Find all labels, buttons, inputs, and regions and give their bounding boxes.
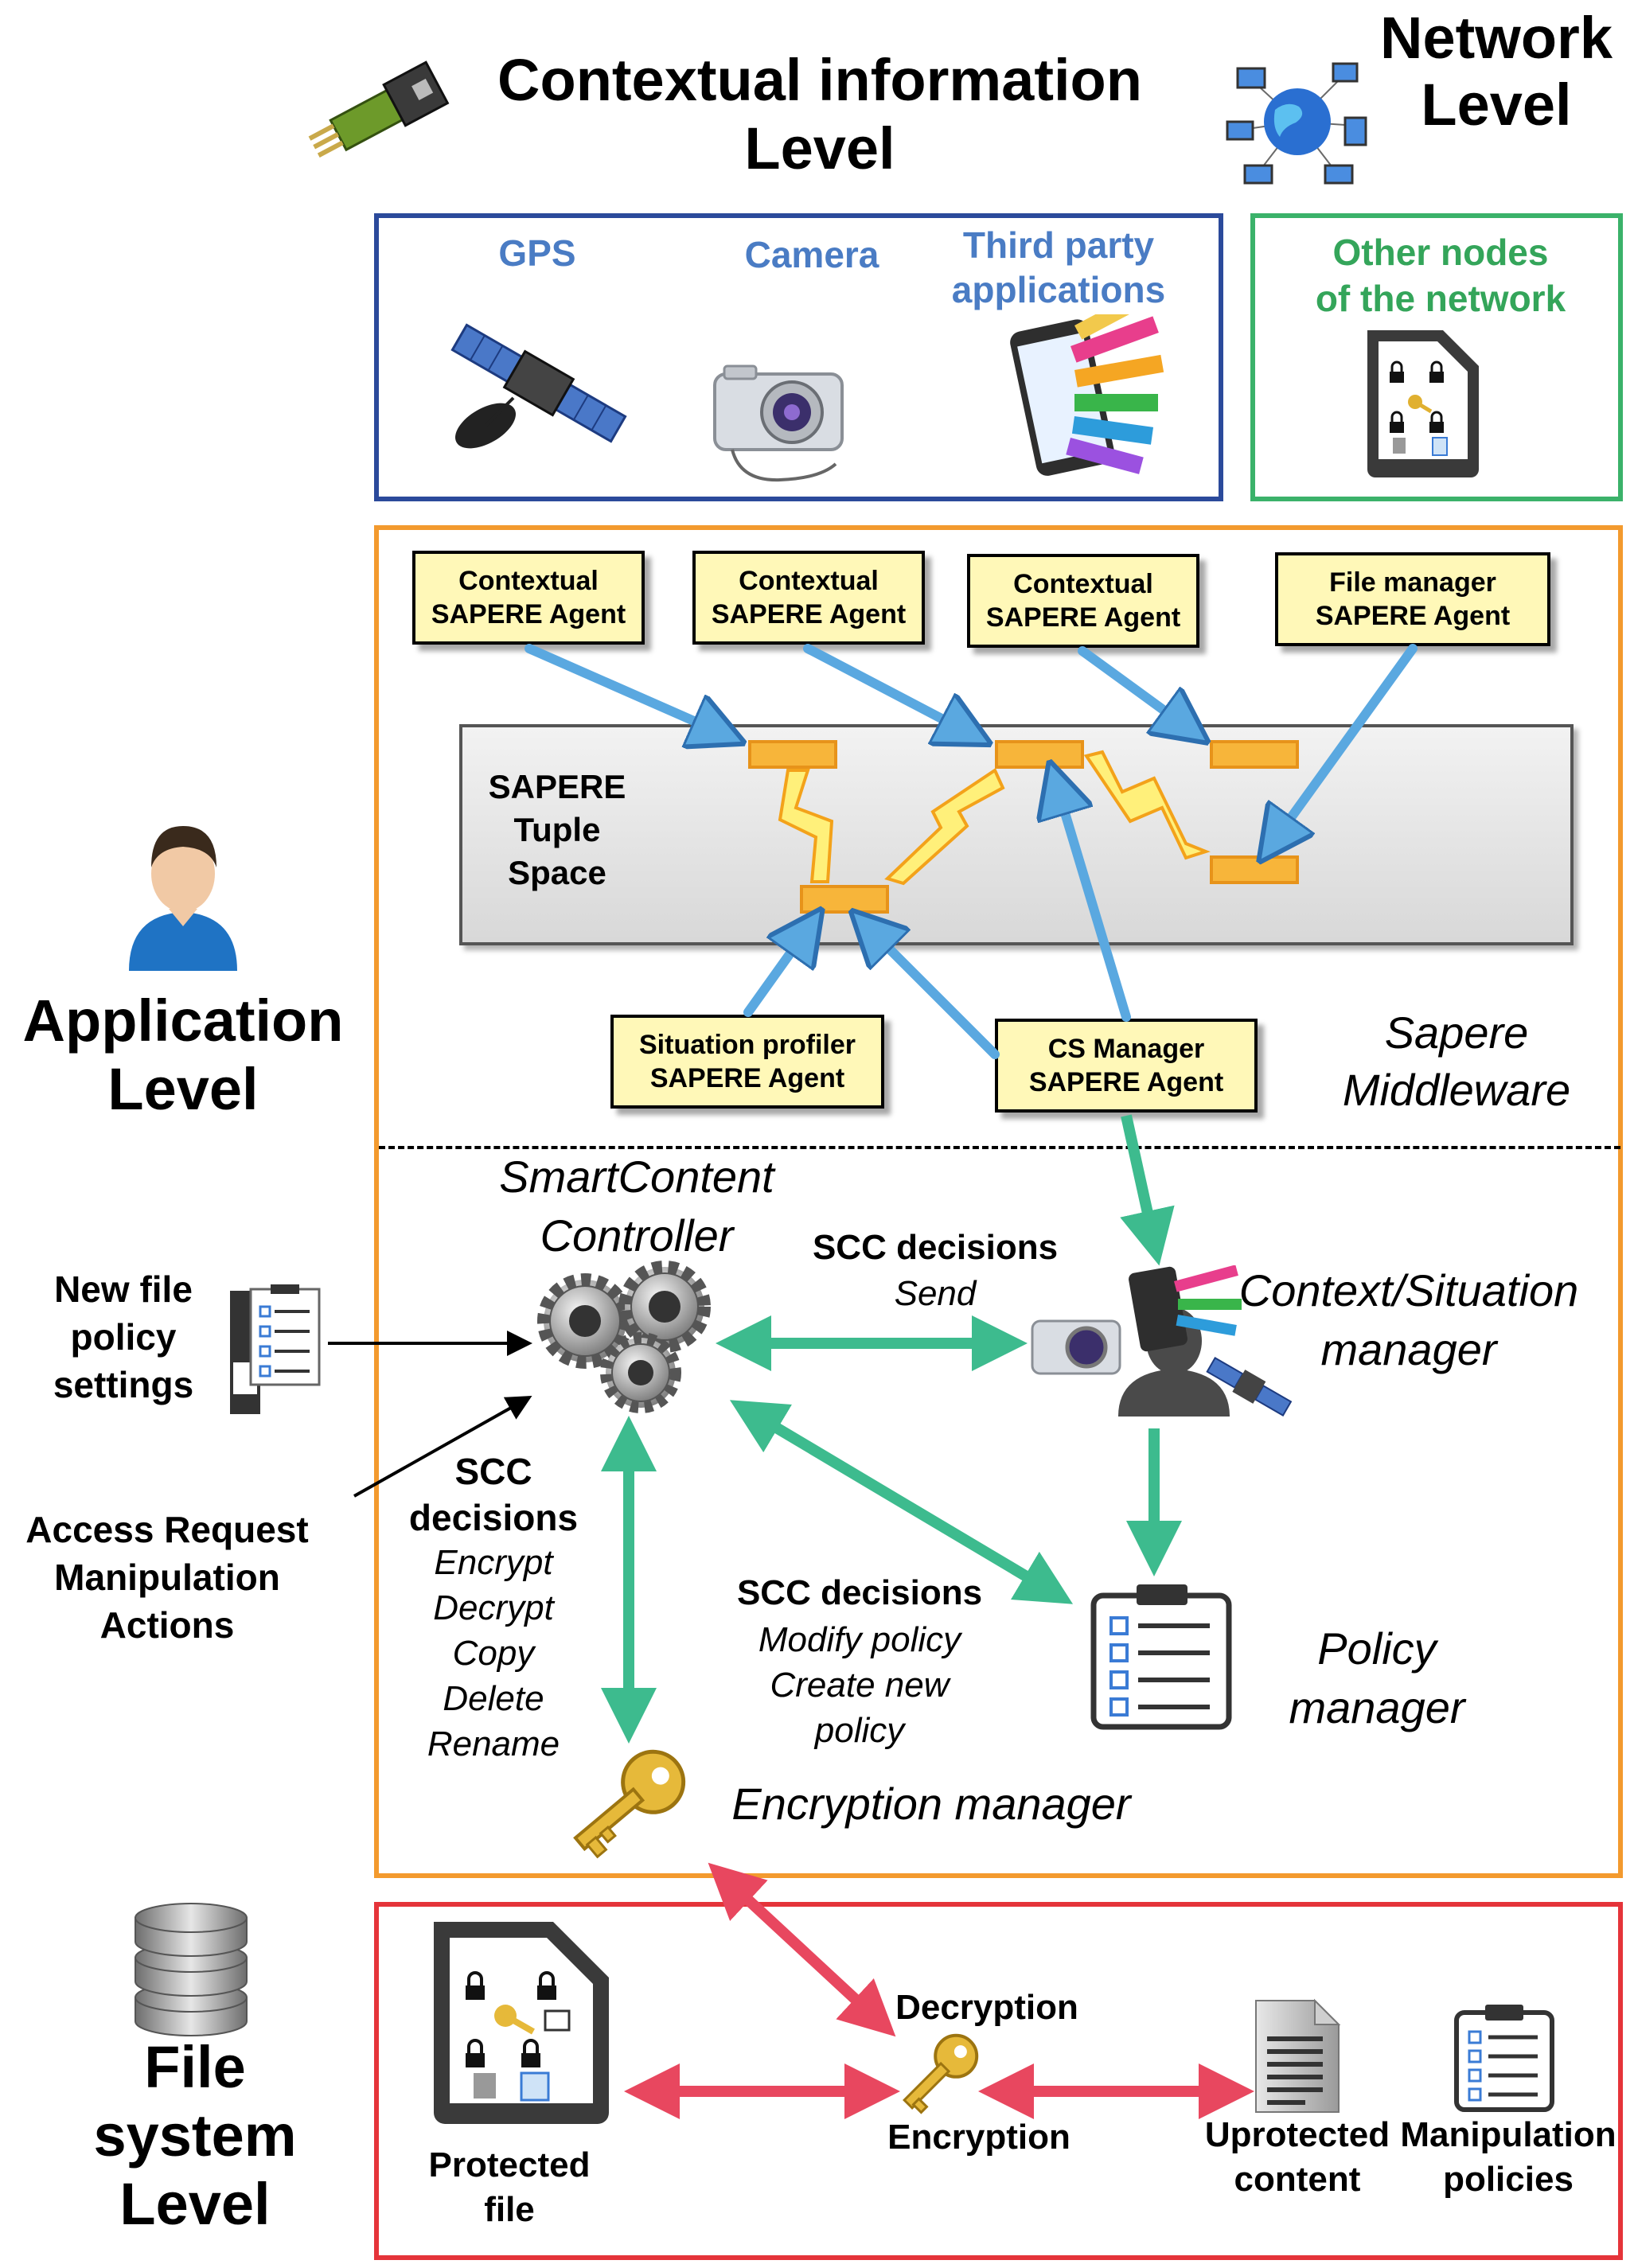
arrow-agent2-tuple2 xyxy=(803,644,975,736)
contextual-level-title: Contextual information Level xyxy=(497,47,1142,181)
other-nodes-label: Other nodes of the network xyxy=(1315,232,1566,319)
protected-file-label: Protected file xyxy=(428,2145,591,2229)
lightning-1 xyxy=(778,769,834,883)
middleware-separator xyxy=(379,1146,1620,1149)
arrow-cs-tuple4 xyxy=(864,923,1000,1059)
encryption-key-icon xyxy=(573,1749,686,1859)
access-request-label: Access Request Manipulation Actions xyxy=(25,1509,309,1646)
manipulation-policies-label: Manipulation policies xyxy=(1400,2115,1616,2199)
lightning-2 xyxy=(884,768,1005,886)
decryption-key-icon xyxy=(903,2033,979,2114)
arrow-agent3-tuple3 xyxy=(1078,646,1194,732)
context-situation-manager-icon xyxy=(1031,1265,1293,1417)
contextual-agent-3: Contextual SAPERE Agent xyxy=(967,554,1199,648)
application-box xyxy=(374,525,1623,1878)
new-file-policy-label: New file policy settings xyxy=(53,1268,194,1405)
unprotected-document-icon xyxy=(1255,1998,1341,2113)
gps-label: GPS xyxy=(498,232,576,274)
sapere-middleware-label: Sapere Middleware xyxy=(1342,1007,1571,1115)
policy-binder-icon xyxy=(230,1284,321,1414)
policy-manager-label: Policy manager xyxy=(1289,1623,1465,1732)
other-nodes-box xyxy=(1250,213,1623,501)
arrow-filemanager-tuple5 xyxy=(1269,644,1418,848)
contextual-agent-1: Contextual SAPERE Agent xyxy=(412,551,645,645)
network-globe-icon xyxy=(1226,62,1367,185)
tuple-1 xyxy=(748,740,837,769)
context-situation-manager-label: Context/Situation manager xyxy=(1238,1265,1579,1374)
application-level-label: Application Level xyxy=(22,988,344,1122)
protected-file-icon-small xyxy=(1367,330,1479,477)
tuple-3 xyxy=(1210,740,1299,769)
scc-send-title: SCC decisions xyxy=(812,1228,1059,1267)
user-avatar-icon xyxy=(129,826,237,971)
scc-left-items: Encrypt Decrypt Copy Delete Rename xyxy=(427,1543,560,1763)
arrow-profiler-tuple4 xyxy=(743,923,812,1017)
protected-file-icon xyxy=(434,1922,609,2124)
arrow-encryption-manager-crypto xyxy=(708,1862,896,2037)
manipulation-policies-icon xyxy=(1454,2005,1554,2112)
scc-send-item: Send xyxy=(894,1274,977,1313)
decryption-label: Decryption xyxy=(895,1988,1078,2027)
lightning-3 xyxy=(1083,750,1211,860)
camera-label: Camera xyxy=(744,234,879,275)
third-party-label: Third party applications xyxy=(951,224,1166,310)
contextual-agent-2: Contextual SAPERE Agent xyxy=(692,551,925,645)
file-manager-agent: File manager SAPERE Agent xyxy=(1275,552,1550,646)
situation-profiler-agent: Situation profiler SAPERE Agent xyxy=(610,1015,884,1109)
arrow-agent1-tuple1 xyxy=(525,644,728,736)
network-level-title: Network Level xyxy=(1380,5,1613,138)
arrow-cs-tuple2 xyxy=(1055,778,1131,1022)
cs-manager-agent: CS Manager SAPERE Agent xyxy=(995,1019,1258,1113)
contextual-sources-box xyxy=(374,213,1223,501)
file-system-level-label: File system Level xyxy=(93,2034,297,2237)
policy-manager-clipboard-icon xyxy=(1090,1584,1232,1730)
tuple-space-label: SAPERE Tuple Space xyxy=(488,768,626,891)
unprotected-content-label: Uprotected content xyxy=(1204,2115,1390,2199)
scc-left-title: SCC decisions xyxy=(408,1451,579,1538)
gears-icon xyxy=(537,1261,711,1413)
smartphone-apps-icon xyxy=(1010,314,1164,476)
smartcontent-controller-label: SmartContent Controller xyxy=(499,1152,774,1261)
arrow-access-request-input xyxy=(353,1396,532,1498)
file-system-box xyxy=(374,1902,1623,2260)
scc-policy-items: Modify policy Create new policy xyxy=(758,1620,961,1750)
arrow-cs-to-context xyxy=(1120,1114,1175,1266)
satellite-icon xyxy=(450,323,627,449)
encryption-manager-label: Encryption manager xyxy=(731,1779,1131,1829)
database-icon xyxy=(135,1903,248,2036)
encryption-label: Encryption xyxy=(887,2118,1070,2157)
camera-icon xyxy=(713,364,844,482)
arrow-controller-policy xyxy=(729,1400,1074,1604)
sensor-chip-icon xyxy=(308,60,450,158)
